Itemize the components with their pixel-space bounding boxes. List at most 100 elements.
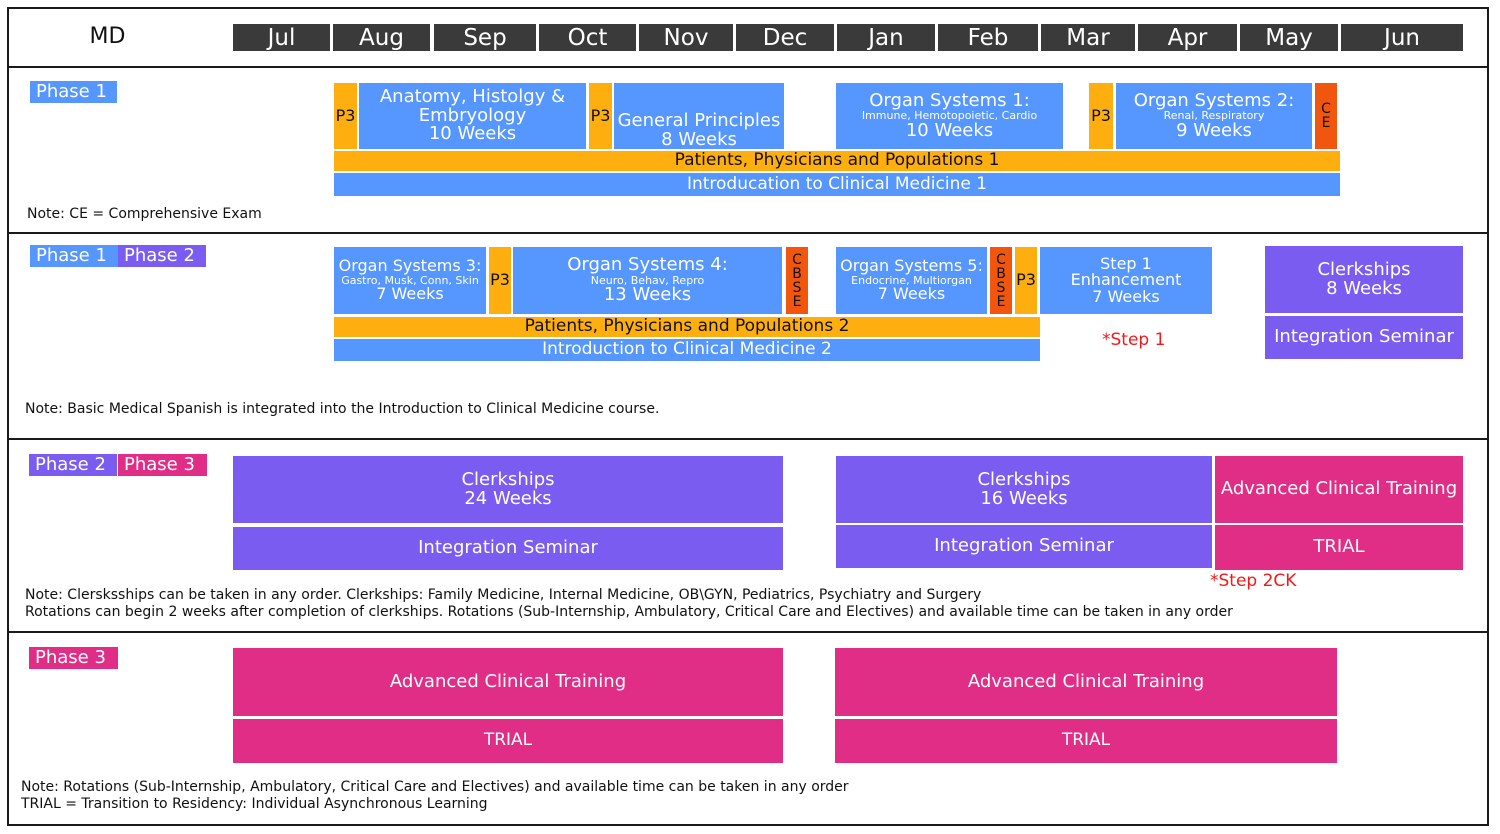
- clerkships-16-weeks: Clerkships 16 Weeks: [836, 456, 1212, 523]
- course-weeks: 10 Weeks: [428, 123, 517, 145]
- advanced-clinical-training: Advanced Clinical Training: [1215, 456, 1463, 523]
- exam-letter: E: [792, 293, 802, 310]
- course-subtitle: Immune, Hemotopoietic, Cardio: [861, 109, 1038, 123]
- month-mar: Mar: [1041, 24, 1135, 51]
- integration-seminar: Integration Seminar: [1265, 316, 1463, 359]
- icm1-bar: Introducation to Clinical Medicine 1: [334, 173, 1340, 196]
- course-title: General Principles: [617, 110, 781, 132]
- course-weeks: 10 Weeks: [905, 119, 994, 141]
- icm2-bar: Introduction to Clinical Medicine 2: [334, 339, 1040, 361]
- general-principles-course: General Principles 8 Weeks: [614, 83, 784, 149]
- course-weeks: 7 Weeks: [1092, 286, 1160, 306]
- step2ck-exam-note: *Step 2CK: [1210, 571, 1297, 591]
- course-subtitle: Gastro, Musk, Conn, Skin: [341, 273, 479, 287]
- divider-3: [7, 631, 1489, 633]
- course-title: Anatomy, Histolgy &: [379, 86, 566, 108]
- section2-note: Note: Basic Medical Spanish is integrate…: [25, 401, 660, 417]
- course-title: Clerkships: [977, 469, 1071, 491]
- month-dec: Dec: [736, 24, 834, 51]
- course-weeks: 9 Weeks: [1176, 119, 1252, 141]
- exam-letter: E: [996, 293, 1006, 310]
- phase1-tag: Phase 1: [30, 245, 118, 267]
- p3-block: P3: [334, 83, 357, 149]
- section3-note: Rotations can begin 2 weeks after comple…: [25, 604, 1233, 620]
- month-jun: Jun: [1341, 24, 1463, 51]
- course-weeks: 7 Weeks: [376, 284, 444, 304]
- exam-letter: C: [996, 251, 1006, 268]
- course-title: Organ Systems 2:: [1133, 89, 1295, 111]
- trial-block: TRIAL: [233, 719, 783, 763]
- divider-header: [7, 66, 1489, 68]
- phase2-tag: Phase 2: [29, 454, 117, 476]
- month-aug: Aug: [333, 24, 430, 51]
- exam-letter: B: [792, 265, 802, 282]
- course-weeks: 24 Weeks: [464, 487, 552, 509]
- phase2-tag: Phase 2: [118, 245, 206, 267]
- p3-block: P3: [1089, 83, 1113, 149]
- divider-2: [7, 438, 1489, 440]
- organ-systems-3-course: Organ Systems 3: Gastro, Musk, Conn, Ski…: [334, 247, 486, 314]
- exam-letter: C: [792, 251, 802, 268]
- month-jan: Jan: [837, 24, 935, 51]
- advanced-clinical-training: Advanced Clinical Training: [835, 648, 1337, 716]
- trial-block: TRIAL: [835, 719, 1337, 763]
- clerkships-24-weeks: Clerkships 24 Weeks: [233, 456, 783, 523]
- course-weeks: 13 Weeks: [603, 284, 692, 306]
- program-label: MD: [89, 24, 126, 49]
- integration-seminar: Integration Seminar: [233, 527, 783, 570]
- section1-note: Note: CE = Comprehensive Exam: [27, 206, 262, 222]
- organ-systems-5-course: Organ Systems 5: Endocrine, Multiorgan 7…: [836, 247, 987, 314]
- exam-letter: S: [996, 279, 1006, 296]
- comprehensive-exam-block: C E: [1315, 83, 1337, 149]
- course-title: Organ Systems 4:: [567, 254, 728, 276]
- phase1-tag: Phase 1: [30, 81, 117, 103]
- course-subtitle: Endocrine, Multiorgan: [851, 273, 972, 287]
- exam-letter: B: [996, 265, 1006, 282]
- course-weeks: 7 Weeks: [877, 284, 946, 304]
- trial-block: TRIAL: [1215, 525, 1463, 570]
- organ-systems-1-course: Organ Systems 1: Immune, Hemotopoietic, …: [836, 83, 1063, 149]
- curriculum-frame: [7, 7, 1489, 826]
- course-title: Step 1: [1100, 254, 1152, 274]
- course-title: Organ Systems 5:: [840, 256, 983, 276]
- anatomy-course: Anatomy, Histolgy & Embryology 10 Weeks: [359, 83, 586, 149]
- ppp2-bar: Patients, Physicians and Populations 2: [334, 317, 1040, 337]
- organ-systems-4-course: Organ Systems 4: Neuro, Behav, Repro 13 …: [513, 247, 782, 314]
- phase3-tag: Phase 3: [29, 647, 118, 669]
- ppp1-bar: Patients, Physicians and Populations 1: [334, 151, 1340, 171]
- course-title: Embryology: [418, 104, 527, 126]
- course-weeks: 16 Weeks: [980, 487, 1068, 509]
- section4-note: TRIAL = Transition to Residency: Individ…: [21, 796, 488, 812]
- section3-note: Note: Clersksships can be taken in any o…: [25, 587, 982, 603]
- step1-enhancement-course: Step 1 Enhancement 7 Weeks: [1040, 247, 1212, 314]
- cbse-block: C B S E: [786, 247, 808, 314]
- month-oct: Oct: [539, 24, 636, 51]
- course-weeks: 8 Weeks: [1326, 277, 1402, 299]
- section4-note: Note: Rotations (Sub-Internship, Ambulat…: [21, 779, 849, 795]
- course-title: Enhancement: [1070, 270, 1182, 290]
- p3-block: P3: [1015, 247, 1037, 314]
- course-subtitle: Renal, Respiratory: [1163, 109, 1265, 123]
- course-title: Organ Systems 1:: [869, 89, 1030, 111]
- organ-systems-2-course: Organ Systems 2: Renal, Respiratory 9 We…: [1116, 83, 1312, 149]
- month-may: May: [1240, 24, 1338, 51]
- exam-letter: E: [1321, 115, 1331, 131]
- phase3-tag: Phase 3: [118, 454, 207, 476]
- course-title: Organ Systems 3:: [338, 256, 482, 276]
- month-nov: Nov: [639, 24, 733, 51]
- exam-letter: S: [792, 279, 802, 296]
- p3-block: P3: [489, 247, 511, 314]
- month-sep: Sep: [434, 24, 536, 51]
- cbse-block: C B S E: [990, 247, 1012, 314]
- step1-exam-note: *Step 1: [1102, 330, 1166, 350]
- clerkships-8-weeks: Clerkships 8 Weeks: [1265, 246, 1463, 313]
- month-jul: Jul: [233, 24, 330, 51]
- month-feb: Feb: [938, 24, 1038, 51]
- course-title: Clerkships: [461, 469, 555, 491]
- p3-block: P3: [589, 83, 612, 149]
- month-apr: Apr: [1138, 24, 1237, 51]
- divider-1: [7, 232, 1489, 234]
- course-title: Clerkships: [1317, 259, 1411, 281]
- course-weeks: 8 Weeks: [661, 128, 737, 149]
- exam-letter: C: [1321, 101, 1331, 117]
